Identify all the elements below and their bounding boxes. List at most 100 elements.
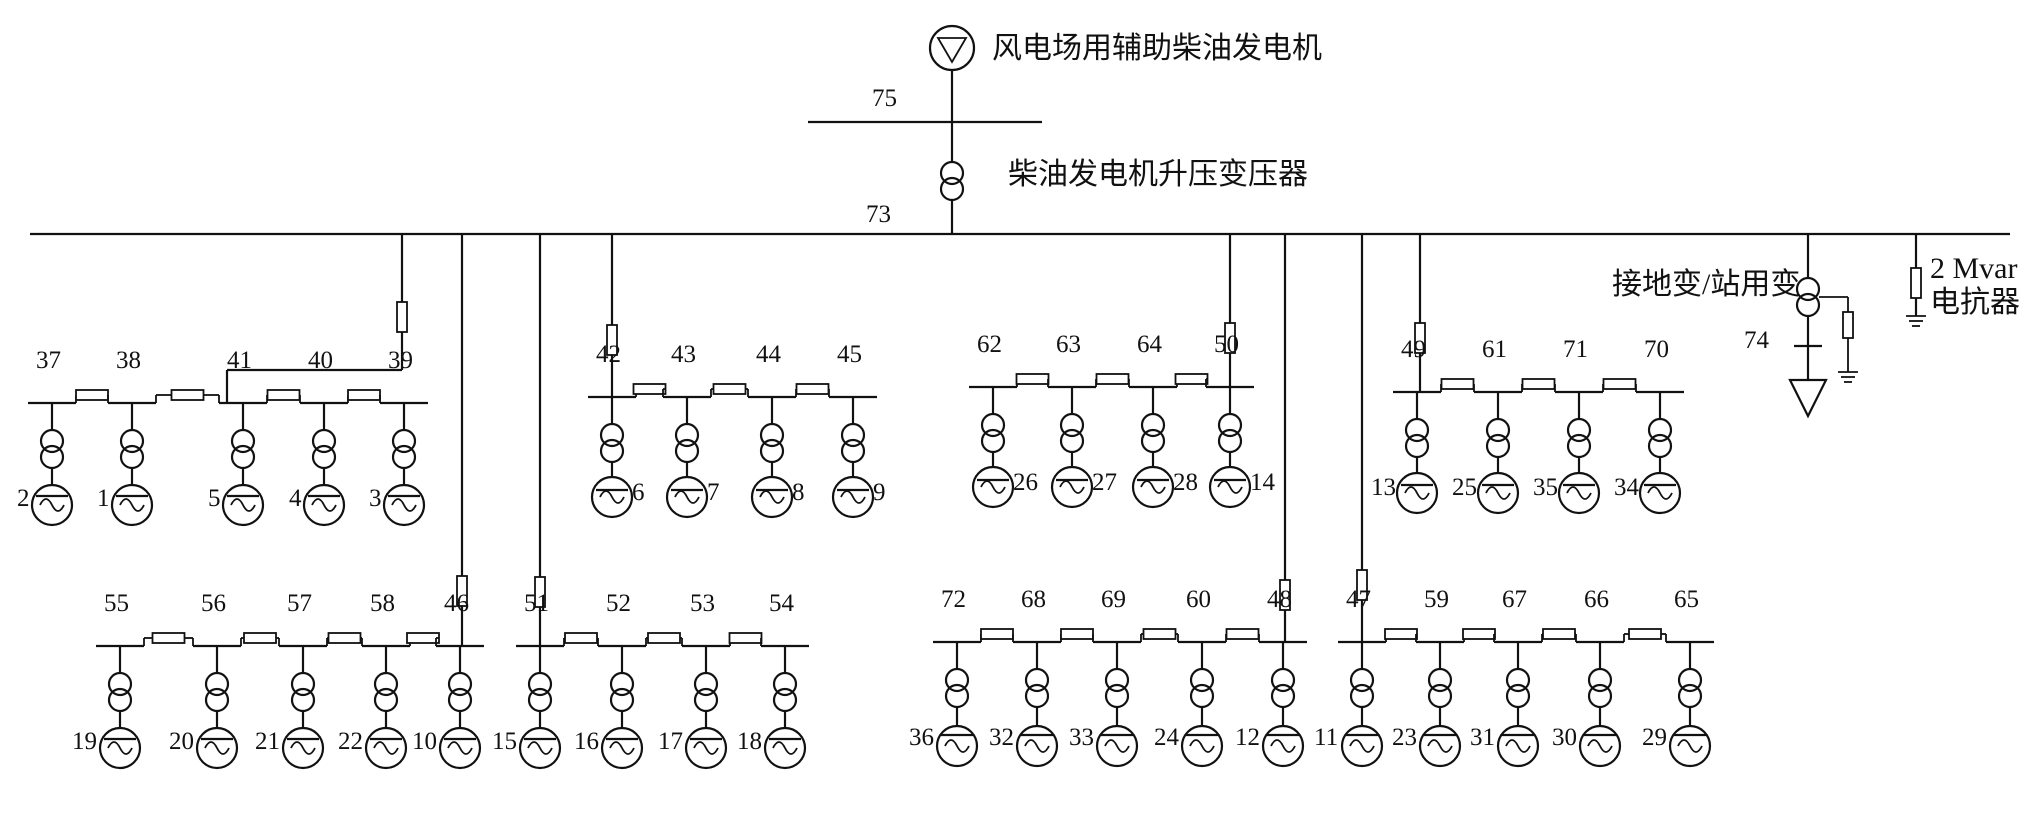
unit-transformer-winding xyxy=(1140,428,1166,454)
line-impedance xyxy=(151,632,186,644)
ac-symbol xyxy=(373,741,399,755)
unit-transformer-winding xyxy=(1059,428,1085,454)
collector-bus-label: 40 xyxy=(308,347,333,374)
unit-transformer-winding xyxy=(1566,433,1592,459)
unit-transformer-winding xyxy=(290,687,316,713)
unit-transformer-winding xyxy=(527,687,553,713)
unit-transformer-winding xyxy=(1104,683,1130,709)
wind-turbine-generator xyxy=(281,726,325,770)
diesel-transformer-caption: 柴油发电机升压变压器 xyxy=(1008,158,1308,191)
generator-bus-label: 19 xyxy=(72,728,97,755)
ac-symbol xyxy=(1677,739,1703,753)
collector-bus-label: 54 xyxy=(769,590,795,617)
wind-turbine-generator xyxy=(590,475,634,519)
unit-transformer-winding xyxy=(1587,667,1613,693)
line-impedance xyxy=(1060,628,1094,640)
collector-bus-label: 56 xyxy=(201,590,226,617)
collector-bus-label: 70 xyxy=(1644,336,1669,363)
unit-transformer-winding xyxy=(119,428,145,454)
ac-symbol xyxy=(840,490,866,504)
ac-symbol xyxy=(1404,486,1430,500)
line-impedance xyxy=(1142,628,1177,640)
generator-bus-label: 13 xyxy=(1371,474,1396,501)
generator-bus-label: 27 xyxy=(1092,469,1117,496)
generator-bus-label: 12 xyxy=(1235,724,1260,751)
generator-bus-label: 14 xyxy=(1250,469,1276,496)
collector-bus-label: 59 xyxy=(1424,586,1449,613)
wind-turbine-generator xyxy=(364,726,408,770)
line-impedance xyxy=(1542,628,1576,640)
reactor-name-label: 电抗器 xyxy=(1930,286,2020,319)
collector-bus-label: 57 xyxy=(287,590,312,617)
line-impedance xyxy=(564,632,598,644)
unit-transformer-winding xyxy=(447,671,473,697)
unit-transformer-winding xyxy=(1189,683,1215,709)
line-impedance xyxy=(1015,373,1050,385)
generator-bus-label: 28 xyxy=(1173,469,1198,496)
generator-bus-label: 9 xyxy=(873,479,886,506)
ac-symbol xyxy=(527,741,553,755)
line-impedance xyxy=(980,628,1014,640)
generator-bus-label: 31 xyxy=(1470,724,1495,751)
wind-turbine-generator xyxy=(1557,471,1601,515)
wind-turbine-generator xyxy=(1015,724,1059,768)
generator-bus-label: 33 xyxy=(1069,724,1094,751)
wind-turbine-generator xyxy=(302,483,346,527)
collector-bus-label: 38 xyxy=(116,347,141,374)
unit-transformer-winding xyxy=(290,671,316,697)
unit-transformer-winding xyxy=(840,422,866,448)
ac-symbol xyxy=(1189,739,1215,753)
generator-bus-label: 35 xyxy=(1533,474,1558,501)
unit-transformer-winding xyxy=(1349,683,1375,709)
unit-transformer-winding xyxy=(599,438,625,464)
unit-transformer-winding xyxy=(759,438,785,464)
line-impedance xyxy=(632,383,667,395)
unit-transformer-winding xyxy=(311,428,337,454)
grounding-transformer xyxy=(1788,234,1858,419)
line-impedance xyxy=(728,632,763,644)
unit-transformer-winding xyxy=(1270,667,1296,693)
shunt-reactor xyxy=(1906,234,1926,327)
collector-bus-label: 46 xyxy=(444,590,469,617)
collector-bus-label: 62 xyxy=(977,331,1002,358)
line-impedance xyxy=(1174,373,1209,385)
generator-bus-label: 32 xyxy=(989,724,1014,751)
line-impedance xyxy=(327,632,362,644)
generator-bus-label: 15 xyxy=(492,728,517,755)
ac-symbol xyxy=(1024,739,1050,753)
unit-transformer-winding xyxy=(119,444,145,470)
unit-transformer-winding xyxy=(1140,412,1166,438)
line-impedance xyxy=(1602,378,1637,390)
collector-bus-label: 58 xyxy=(370,590,395,617)
collector-bus-label: 52 xyxy=(606,590,631,617)
wind-turbine-generator xyxy=(684,726,728,770)
collector-bus-label: 51 xyxy=(524,590,549,617)
unit-transformer-winding xyxy=(107,687,133,713)
unit-transformer-winding xyxy=(373,687,399,713)
unit-transformer-winding xyxy=(693,671,719,697)
wind-turbine-generator xyxy=(1578,724,1622,768)
unit-transformer-winding xyxy=(980,412,1006,438)
unit-transformer-winding xyxy=(1270,683,1296,709)
grounding-transformer-caption: 接地变/站用变 xyxy=(1612,268,1800,301)
unit-transformer-winding xyxy=(1349,667,1375,693)
collector-bus-label: 68 xyxy=(1021,586,1046,613)
wind-turbine-generator xyxy=(935,724,979,768)
line-impedance xyxy=(1095,373,1130,385)
generator-bus-label: 29 xyxy=(1642,724,1667,751)
collector-bus-label: 47 xyxy=(1346,586,1371,613)
line-impedance xyxy=(1384,628,1418,640)
collector-bus-label: 65 xyxy=(1674,586,1699,613)
line-impedance xyxy=(243,632,277,644)
wind-turbine-generator xyxy=(30,483,74,527)
unit-transformer-winding xyxy=(944,683,970,709)
line-impedance xyxy=(406,632,440,644)
unit-transformer-winding xyxy=(1059,412,1085,438)
generator-bus-label: 10 xyxy=(412,728,437,755)
generator-bus-label: 18 xyxy=(737,728,762,755)
wind-turbine-generator xyxy=(665,475,709,519)
